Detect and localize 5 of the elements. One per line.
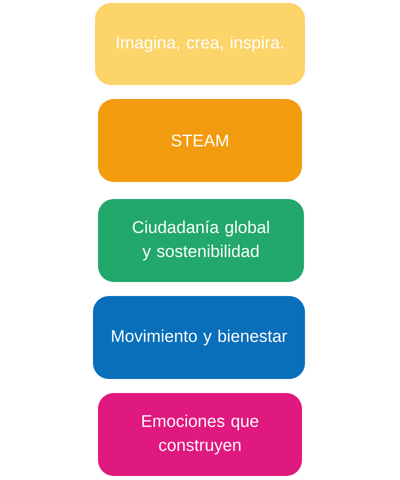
rounded-box: Emociones que construyen <box>98 393 302 476</box>
rounded-box: Imagina, crea, inspira. <box>95 3 305 85</box>
rounded-box: STEAM <box>98 99 302 182</box>
rounded-box: Movimiento y bienestar <box>93 296 305 379</box>
rounded-box: Ciudadanía global y sostenibilidad <box>98 199 304 282</box>
